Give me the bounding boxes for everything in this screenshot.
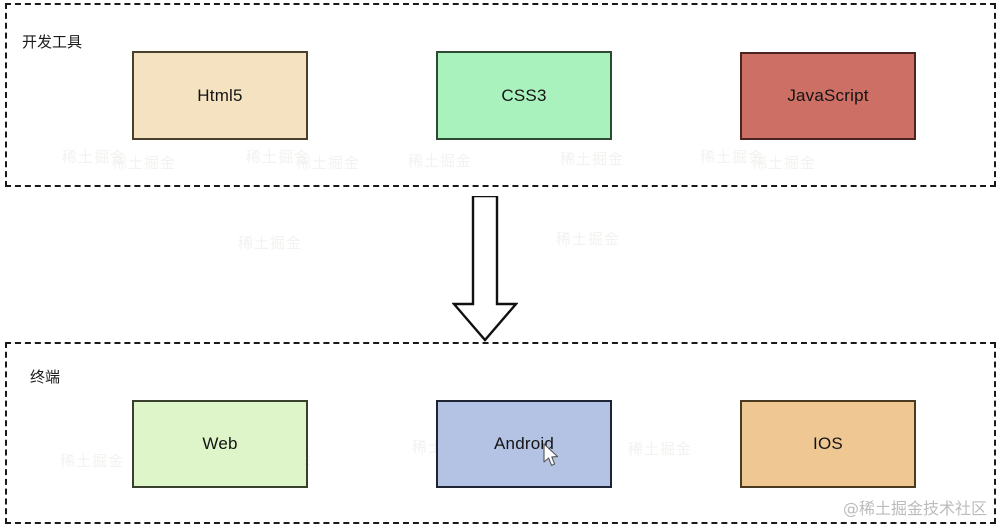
node-label-android: Android xyxy=(494,434,554,453)
panel-terminals xyxy=(5,342,996,524)
node-android[interactable]: Android xyxy=(436,400,612,488)
node-label-html5: Html5 xyxy=(197,85,243,105)
background-watermark: 稀土掘金 xyxy=(556,230,621,248)
node-label-web: Web xyxy=(202,434,238,453)
node-javascript[interactable]: JavaScript xyxy=(740,52,916,140)
node-web[interactable]: Web xyxy=(132,400,308,488)
panel-label-terminals: 终端 xyxy=(30,368,61,386)
panel-label-dev-tools: 开发工具 xyxy=(22,33,83,51)
node-css3[interactable]: CSS3 xyxy=(436,51,612,140)
panel-dev-tools xyxy=(5,3,996,187)
corner-watermark: @稀土掘金技术社区 xyxy=(842,499,987,518)
node-label-ios: IOS xyxy=(813,434,843,453)
down-arrow-icon xyxy=(451,194,519,342)
node-html5[interactable]: Html5 xyxy=(132,51,308,140)
node-label-css3: CSS3 xyxy=(501,85,547,105)
node-ios[interactable]: IOS xyxy=(740,400,916,488)
background-watermark: 稀土掘金 xyxy=(238,234,303,252)
node-label-javascript: JavaScript xyxy=(787,86,869,105)
